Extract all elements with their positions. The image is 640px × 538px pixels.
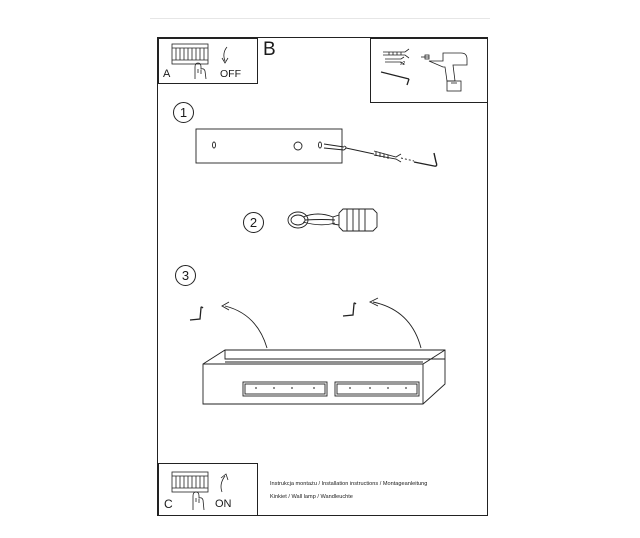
caption-product: Kinkiet / Wall lamp / Wandleuchte [270,494,353,500]
off-label: OFF [220,68,241,80]
step-3-marker: 3 [175,265,196,286]
step-2-wiring-illustration [287,208,378,232]
panel-c-letter: C [164,497,173,511]
panel-c-power-on: C ON [158,463,258,516]
panel-b-letter: B [263,39,276,60]
panel-a-power-off: A OFF [158,38,258,84]
step-2-marker: 2 [243,212,264,233]
panel-a-letter: A [163,68,171,80]
step-1-marker: 1 [173,102,194,123]
instruction-sheet: A OFF B x2 1 [157,37,488,516]
page-top-rule [150,18,490,19]
caption-instructions: Instrukcja montażu / Installation instru… [270,481,428,487]
on-label: ON [215,498,232,510]
step-3-fixture-mounting-illustration [189,297,446,405]
fuse-box-off-illustration [171,43,229,80]
panel-tools: x2 [370,38,488,103]
plug-count-label: x2 [400,61,406,67]
fuse-box-on-illustration [171,471,229,511]
step-1-mounting-plate-illustration [195,128,438,167]
tools-illustration [380,48,468,92]
